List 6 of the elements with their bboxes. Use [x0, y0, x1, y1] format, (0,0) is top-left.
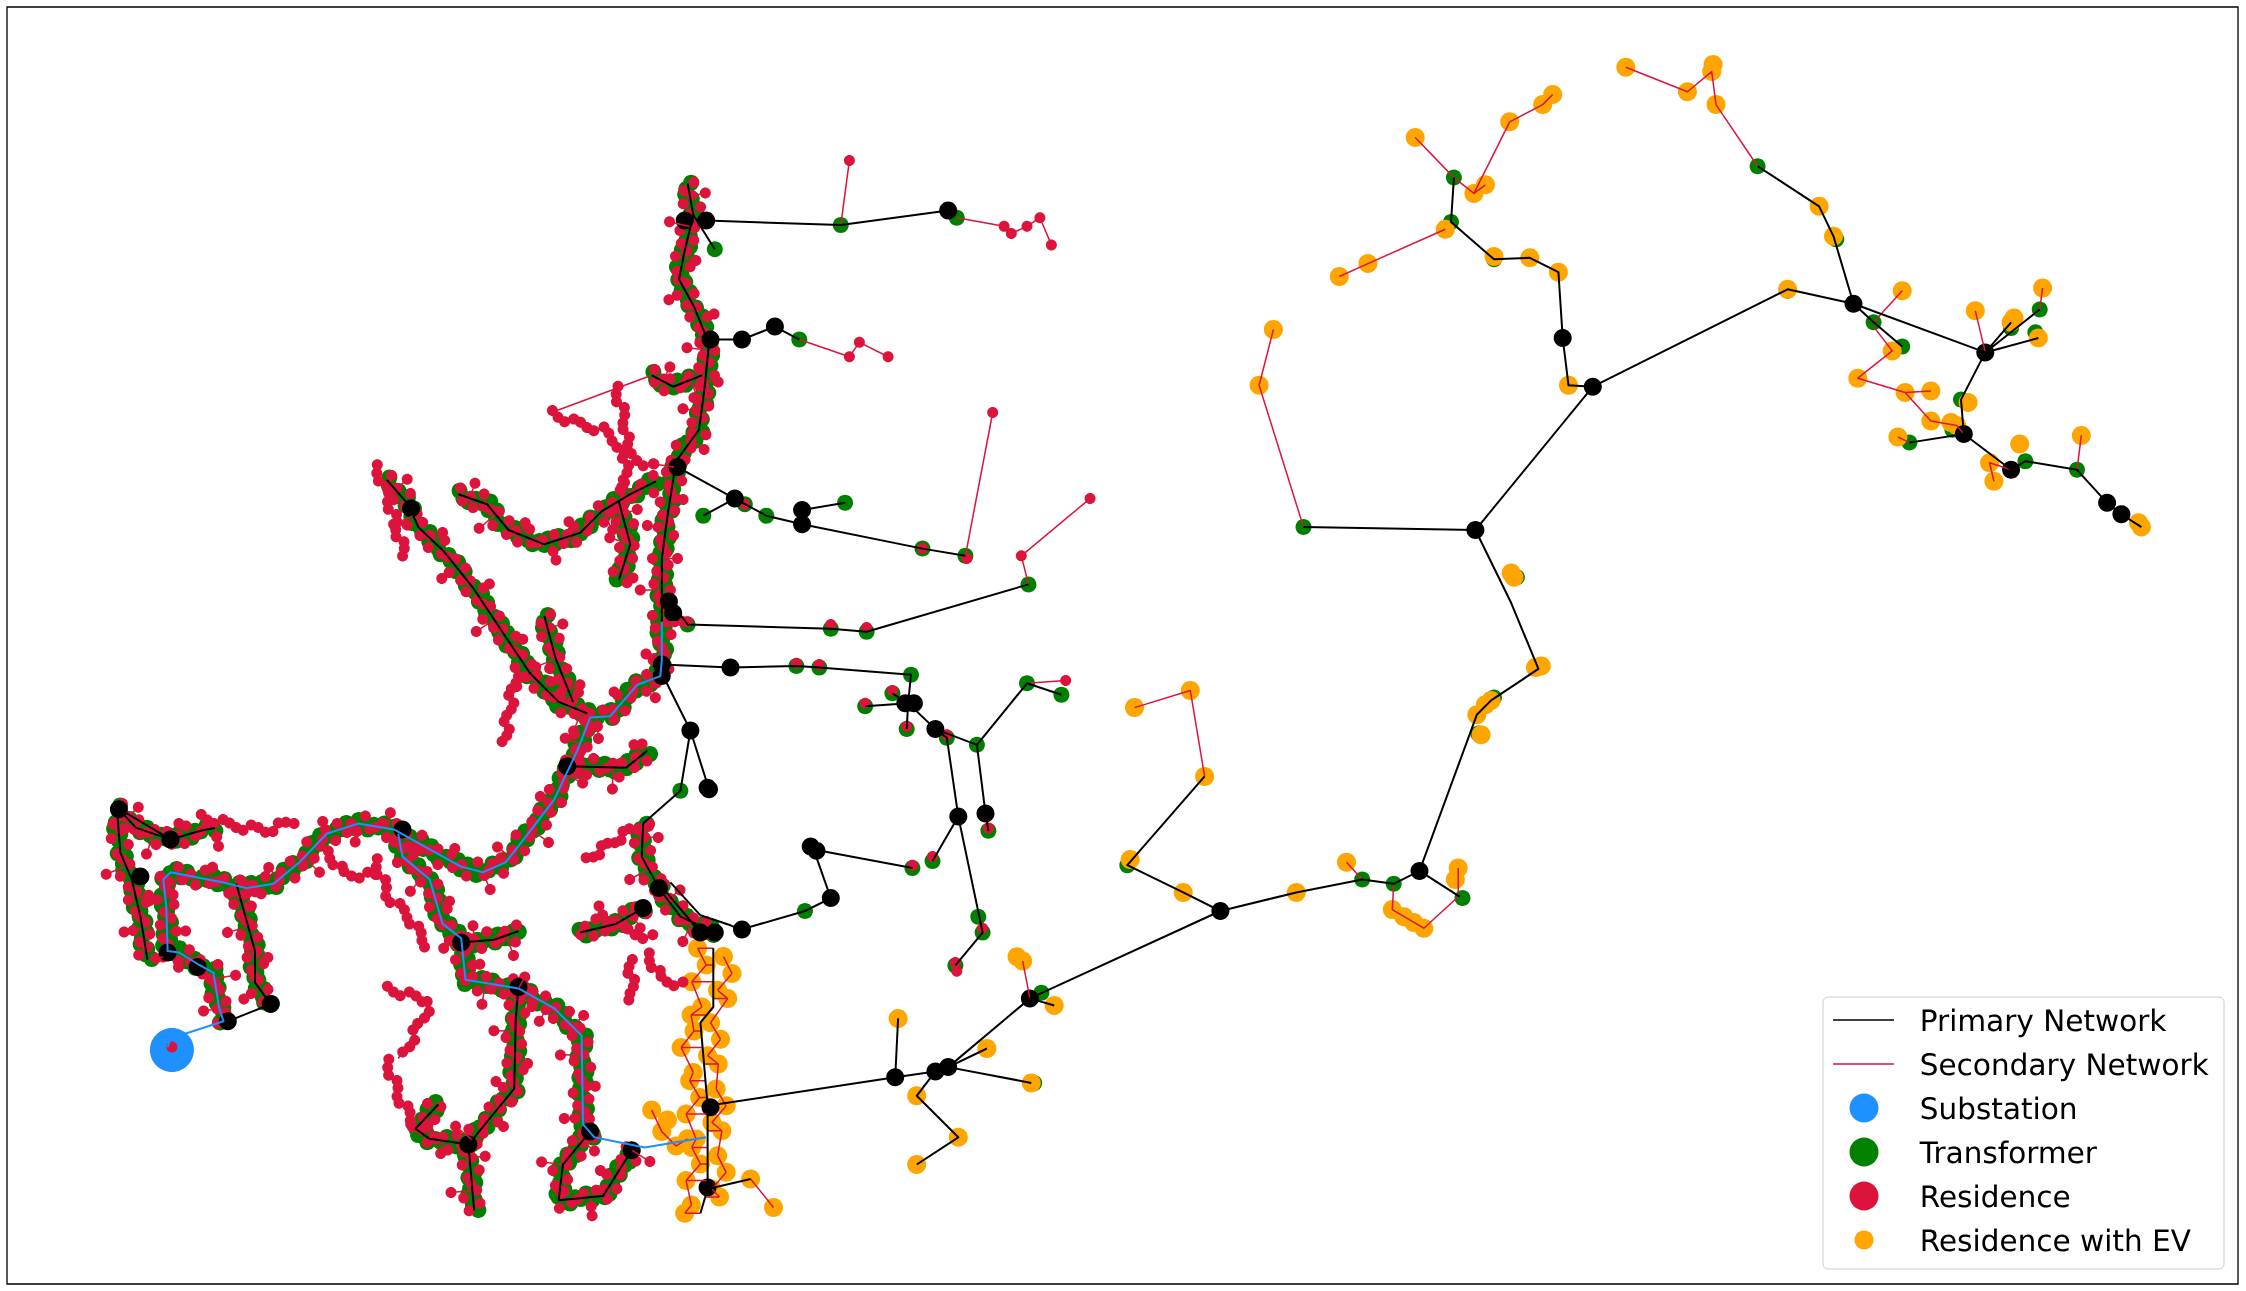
legend-label: Primary Network — [1922, 1008, 2167, 1038]
legend-label: Residence — [1922, 1184, 2070, 1208]
legend-label: Substation — [1921, 1096, 2076, 1120]
legend-label: Residence with EV — [1922, 1228, 2191, 1252]
legend-label: Secondary Network — [1921, 1052, 2209, 1082]
legend-label: Transformer — [1919, 1140, 2097, 1164]
